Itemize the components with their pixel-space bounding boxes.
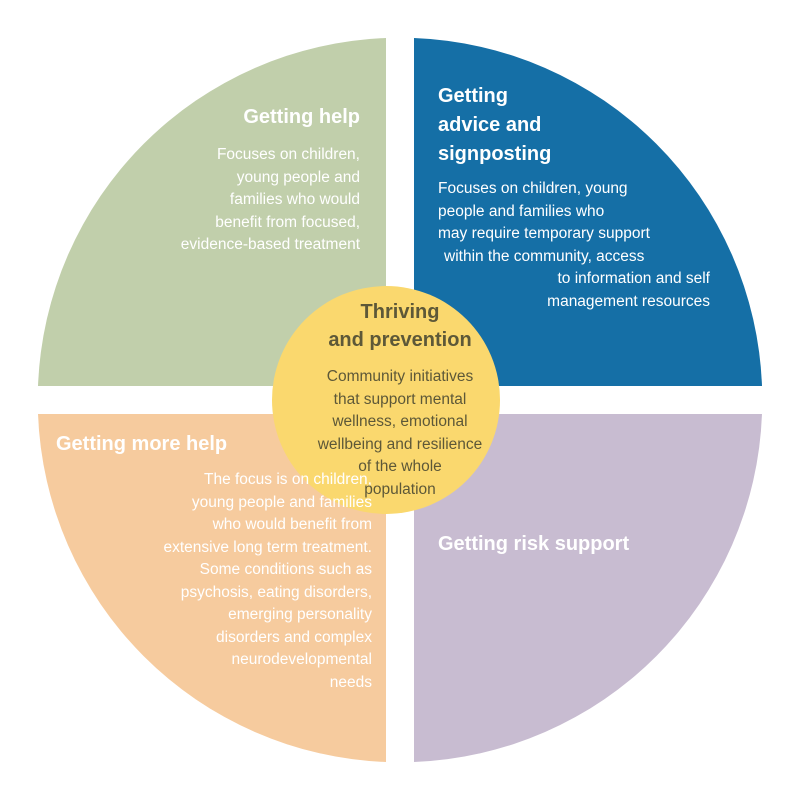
description-line: management resources [547,292,710,310]
description-line: psychosis, eating disorders, [180,583,372,601]
description-line: population [364,480,436,498]
description-line: Focuses on children, [216,146,360,163]
getting-more-help-description: The focus is on children, young people a… [70,469,373,694]
title-line: and prevention [328,329,472,351]
getting-more-help-title: Getting more help [56,430,356,459]
getting-advice-title: Getting advice and signposting [438,82,738,169]
description-line: evidence-based treatment [180,236,360,253]
getting-help-title: Getting help [60,103,360,132]
title-line: Thriving [360,301,440,323]
thriving-title: Thriving and prevention [300,298,500,354]
description-line: young people and families [191,493,372,511]
description-line: Some conditions such as [199,561,372,578]
description-line: that support mental [333,390,467,408]
getting-advice-description: Focuses on children, young people and fa… [410,178,710,313]
description-line: wellbeing and resilience [317,435,483,453]
getting-help-quadrant [38,38,386,386]
getting-risk-support-quadrant [414,414,762,762]
description-line: may require temporary support [438,225,650,242]
title-line: Getting [438,85,508,107]
description-line: within the community, access [444,247,645,265]
description-line: Focuses on children, young [438,180,628,197]
description-line: people and families who [438,202,605,220]
description-line: Community initiatives [326,368,474,385]
title-line: Getting help [243,106,360,128]
title-line: signposting [438,143,552,165]
title-line: advice and [438,114,542,136]
getting-help-description: Focuses on children, young people and fa… [60,144,360,257]
description-line: The focus is on children, [203,471,372,488]
description-line: who would benefit from [212,516,372,533]
getting-risk-support-title: Getting risk support [438,530,738,559]
description-line: extensive long term treatment. [163,538,373,556]
description-line: wellness, emotional [332,413,468,430]
getting-more-help-quadrant [38,414,386,762]
description-line: disorders and complex [216,628,372,646]
description-line: benefit from focused, [215,213,360,231]
description-line: families who would [229,191,360,208]
description-line: young people and [236,168,360,186]
description-line: to information and self [557,270,710,287]
description-line: emerging personality [228,606,372,623]
thriving-circle [272,286,500,514]
description-line: needs [329,673,372,691]
title-line: Getting risk support [438,533,630,555]
getting-advice-quadrant [414,38,762,386]
description-line: neurodevelopmental [231,651,372,668]
title-line: Getting more help [56,433,228,455]
description-line: of the whole [358,458,442,475]
thriving-description: Community initiatives that support menta… [290,366,510,501]
